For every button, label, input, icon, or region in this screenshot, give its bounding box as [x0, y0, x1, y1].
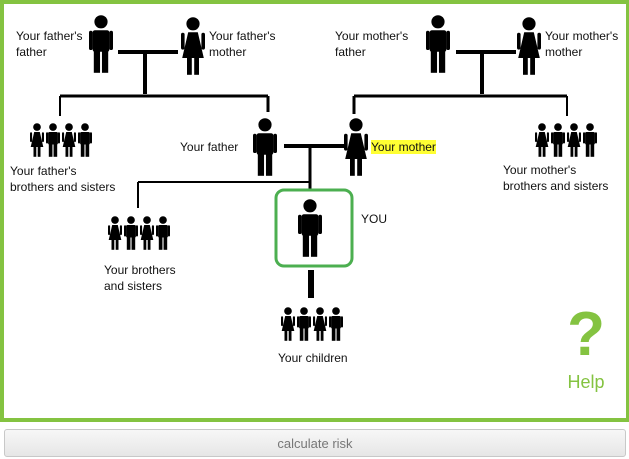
children-label: Your children — [278, 351, 348, 365]
paternal-grandmother-label: Your father's mother — [209, 29, 276, 59]
question-mark-icon: ? — [567, 300, 605, 369]
maternal-grandfather-label: Your mother's father — [335, 29, 409, 59]
paternal-grandfather-icon[interactable] — [89, 15, 113, 73]
mother-siblings-group-icon[interactable] — [535, 123, 597, 157]
father-siblings-group-icon[interactable] — [30, 123, 92, 157]
tree-connectors — [59, 50, 568, 298]
paternal-grandmother-female-icon[interactable] — [181, 17, 205, 75]
maternal-grandmother-female-icon[interactable] — [517, 17, 541, 75]
father-icon[interactable] — [253, 118, 277, 176]
father-label: Your father — [180, 140, 239, 154]
siblings-group-icon[interactable] — [108, 216, 170, 250]
help-link[interactable]: ? Help — [558, 298, 614, 392]
you-label: YOU — [361, 212, 388, 226]
paternal-grandfather-label: Your father's father — [16, 29, 83, 59]
maternal-grandfather-icon[interactable] — [426, 15, 450, 73]
siblings-label: Your brothers and sisters — [104, 263, 176, 293]
help-label: Help — [567, 372, 605, 392]
mother-label-highlight: Your mother — [371, 140, 436, 154]
children-group-icon[interactable] — [281, 307, 343, 341]
maternal-grandmother-label: Your mother's mother — [545, 29, 619, 59]
mother-label: Your mother — [371, 139, 436, 155]
father-siblings-label: Your father's brothers and sisters — [10, 164, 116, 194]
calculate-risk-button[interactable]: calculate risk — [4, 429, 626, 457]
mother-siblings-label: Your mother's brothers and sisters — [503, 163, 609, 193]
mother-female-icon[interactable] — [344, 118, 368, 176]
